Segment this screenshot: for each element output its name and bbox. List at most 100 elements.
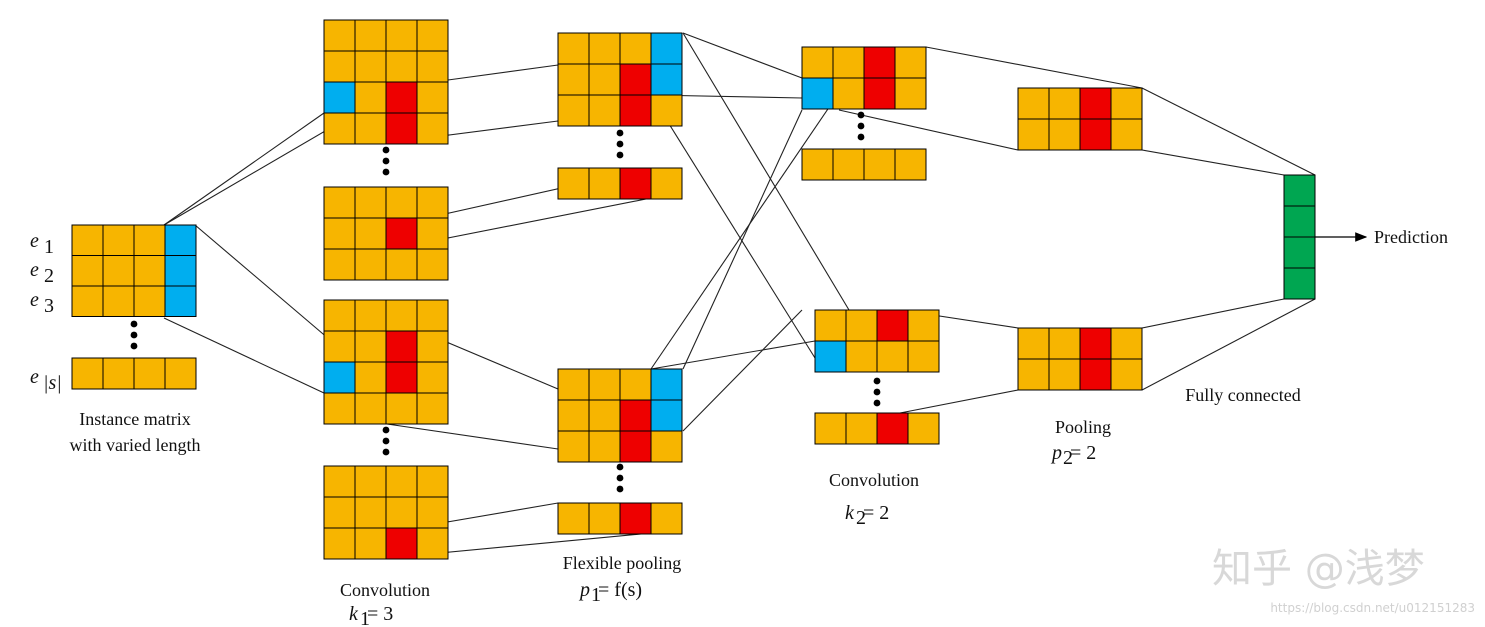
grid-cell: [1110, 327, 1143, 360]
ellipsis-dot: [616, 485, 624, 493]
grid-blocks: [71, 19, 1316, 560]
svg-text:e: e: [30, 259, 39, 281]
grid-cell: [1017, 87, 1050, 120]
grid-cell: [1283, 205, 1316, 238]
grid-cell: [416, 217, 449, 250]
connection-line: [163, 112, 325, 226]
ellipsis-dot: [616, 474, 624, 482]
conv1-map-b: [323, 299, 449, 425]
grid-cell: [102, 285, 135, 317]
grid-cell: [102, 255, 135, 287]
connection-line: [682, 309, 803, 432]
grid-cell: [416, 299, 449, 332]
grid-cell: [801, 46, 834, 79]
grid-cell: [164, 357, 197, 390]
ellipsis-dot: [873, 399, 881, 407]
svg-text:p: p: [578, 579, 590, 601]
grid-cell: [588, 94, 621, 127]
svg-text:k: k: [845, 502, 855, 524]
flexible-pooling-label: Flexible pooling: [563, 553, 682, 573]
connection-line: [899, 389, 1019, 414]
fully-connected-vector: [1283, 174, 1316, 300]
embedding-label-e3: e 3: [30, 289, 54, 317]
grid-cell: [354, 248, 387, 281]
grid-cell: [863, 148, 896, 181]
grid-cell: [650, 94, 683, 127]
grid-cell: [650, 502, 683, 535]
grid-cell: [1048, 118, 1081, 151]
conv2-map-a: [801, 46, 927, 110]
grid-cell: [650, 399, 683, 432]
grid-cell: [323, 186, 356, 219]
svg-text:= 2: = 2: [863, 502, 889, 524]
grid-cell: [619, 368, 652, 401]
grid-cell: [416, 392, 449, 425]
grid-cell: [385, 50, 418, 83]
ellipsis-dot: [130, 320, 138, 328]
grid-cell: [354, 81, 387, 114]
grid-cell: [863, 46, 896, 79]
ellipsis-dot: [616, 151, 624, 159]
grid-cell: [385, 299, 418, 332]
connection-line: [925, 46, 1143, 89]
grid-cell: [863, 77, 896, 110]
ellipsis-dot: [616, 140, 624, 148]
grid-cell: [832, 148, 865, 181]
grid-cell: [801, 148, 834, 181]
grid-cell: [71, 224, 104, 256]
grid-cell: [588, 502, 621, 535]
grid-cell: [323, 496, 356, 529]
grid-cell: [416, 186, 449, 219]
grid-cell: [416, 50, 449, 83]
grid-cell: [650, 167, 683, 200]
connection-line: [682, 32, 850, 311]
ellipsis-dot: [382, 157, 390, 165]
grid-cell: [385, 392, 418, 425]
ellipsis-dot: [382, 448, 390, 456]
grid-cell: [323, 19, 356, 52]
grid-cell: [354, 527, 387, 560]
connection-line: [682, 32, 803, 79]
grid-cell: [133, 224, 166, 256]
grid-cell: [1283, 267, 1316, 300]
grid-cell: [323, 50, 356, 83]
grid-cell: [1110, 118, 1143, 151]
connection-line: [838, 109, 1019, 151]
svg-text:k: k: [349, 603, 359, 625]
grid-cell: [650, 430, 683, 463]
grid-cell: [385, 81, 418, 114]
grid-cell: [619, 399, 652, 432]
grid-cell: [588, 368, 621, 401]
grid-cell: [876, 309, 909, 342]
grid-cell: [907, 412, 940, 445]
grid-cell: [1283, 236, 1316, 269]
svg-text:e: e: [30, 230, 39, 252]
grid-cell: [385, 248, 418, 281]
csdn-url-watermark: https://blog.csdn.net/u012151283: [1270, 601, 1475, 615]
grid-cell: [619, 502, 652, 535]
grid-cell: [354, 50, 387, 83]
grid-cell: [416, 527, 449, 560]
svg-text:= 2: = 2: [1070, 442, 1096, 464]
grid-cell: [588, 63, 621, 96]
grid-cell: [354, 392, 387, 425]
grid-cell: [619, 32, 652, 65]
grid-cell: [557, 94, 590, 127]
connection-line: [447, 64, 559, 81]
conv1-map-a: [323, 19, 449, 145]
grid-cell: [354, 112, 387, 145]
ellipsis-dot: [857, 133, 865, 141]
grid-cell: [588, 32, 621, 65]
grid-cell: [133, 357, 166, 390]
ellipsis-dot: [616, 463, 624, 471]
grid-cell: [71, 255, 104, 287]
connection-line: [682, 109, 803, 370]
grid-cell: [557, 502, 590, 535]
svg-text:|s|: |s|: [43, 372, 62, 394]
grid-cell: [416, 330, 449, 363]
grid-cell: [385, 19, 418, 52]
grid-cell: [1110, 87, 1143, 120]
svg-text:2: 2: [44, 265, 54, 287]
zhihu-watermark: 知乎 @浅梦: [1212, 546, 1425, 592]
